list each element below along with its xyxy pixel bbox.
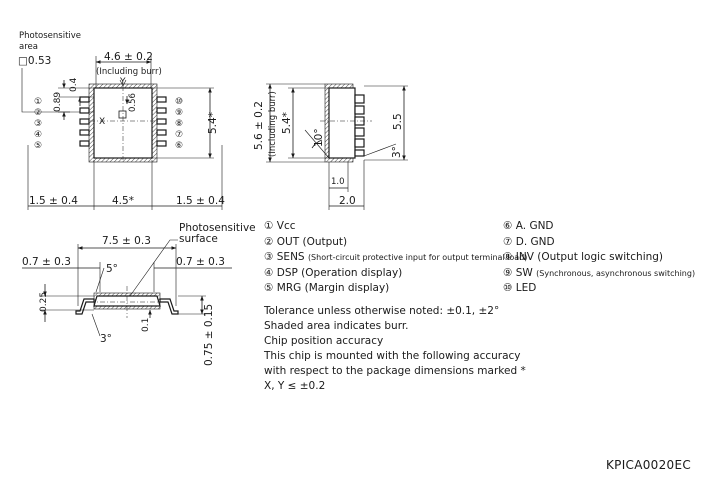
top-left-pins [79,96,90,147]
legend-pin-10: ⑩ LED [503,282,537,294]
front-angle-3: 3° [100,333,112,345]
photosensitive-area-label-2: area [19,42,38,52]
dim-0-4: 0.4 [69,77,79,92]
pin-label-8: ⑧ [175,119,183,129]
front-right-lead-dim: 0.7 ± 0.3 [176,256,225,268]
top-width-dim: 4.6 ± 0.2 [104,51,153,63]
legend-pin-2: ② OUT (Output) [264,235,348,248]
top-view: Photosensitive area □0.53 4.6 ± 0.2 (Inc… [18,31,225,210]
photosensitive-surface-label: Photosensitive [179,222,256,234]
tolerance-notes: Tolerance unless otherwise noted: ±0.1, … [264,304,526,394]
front-width-dim: 7.5 ± 0.3 [102,235,151,247]
legend-pin-4: ④ DSP (Operation display) [264,266,403,279]
front-left-lead [75,298,95,315]
front-dim-0-1: 0.1 [141,318,151,332]
pin-legend-right: ⑥ A. GND ⑦ D. GND ⑧ INV (Output logic sw… [503,219,695,297]
pin-legend-left: ① Vcc ② OUT (Output) ③ SENS (Short-circu… [264,219,527,297]
axis-x-label: X [99,117,105,127]
side-overall-note: (Including burr) [268,91,278,157]
side-angle-10: 10° [313,128,325,147]
photosensitive-area-size: □0.53 [18,55,51,67]
right-pitch-dim: 1.5 ± 0.4 [176,195,225,207]
pin-label-4: ④ [34,130,42,140]
legend-pin-9: ⑨ SW (Synchronous, asynchronous switchin… [503,266,696,279]
pin-label-6: ⑥ [175,141,183,151]
side-lead-span-dim: 5.5 [392,113,404,130]
front-height-dim: 0.75 ± 0.15 [203,304,215,366]
photosensitive-area-label: Photosensitive [19,31,81,41]
pin-label-2: ② [34,108,42,118]
dim-0-56: 0.56 [128,93,138,112]
dim-0-89: 0.89 [53,92,63,112]
photosensitive-surface-label-2: surface [179,233,218,245]
note-line: Shaded area indicates burr. [264,320,409,332]
note-line: This chip is mounted with the following … [264,350,521,362]
side-view: 5.6 ± 0.2 (Including burr) 5.4* 10° 3° 5… [253,83,408,210]
drawing-code: KPICA0020EC [606,458,692,472]
body-width-dim: 4.5* [112,195,134,207]
top-height-dim: 5.4* [207,112,219,134]
side-body [328,87,356,159]
legend-pin-5: ⑤ MRG (Margin display) [264,282,390,294]
side-thickness-dim: 2.0 [339,195,356,207]
side-leads [354,94,365,157]
legend-pin-7: ⑦ D. GND [503,235,555,248]
side-inner-dim: 5.4* [281,112,293,134]
photosensitive-chip [118,110,127,119]
pin-label-1: ① [34,97,42,107]
side-overall-dim: 5.6 ± 0.2 [253,101,265,150]
side-lead-length-dim: 1.0 [331,177,345,187]
legend-pin-1: ① Vcc [264,220,296,232]
axis-y-label: Y [119,77,126,87]
top-right-pins [156,96,167,147]
note-line: with respect to the package dimensions m… [264,365,526,377]
top-width-note: (Including burr) [96,67,162,77]
front-right-lead [159,298,179,315]
legend-pin-3: ③ SENS (Short-circuit protective input f… [264,251,528,263]
note-line: Tolerance unless otherwise noted: ±0.1, … [264,305,500,317]
legend-pin-8: ⑧ INV (Output logic switching) [503,251,664,263]
side-angle-3: 3° [391,146,403,158]
front-dim-0-25: 0.25 [39,292,49,312]
front-left-lead-dim: 0.7 ± 0.3 [22,256,71,268]
pin-label-5: ⑤ [34,141,42,151]
front-view: Photosensitive surface 7.5 ± 0.3 0.7 ± 0… [22,222,256,366]
note-line: X, Y ≤ ±0.2 [264,380,326,392]
pin-label-3: ③ [34,119,42,129]
left-pitch-dim: 1.5 ± 0.4 [29,195,78,207]
legend-pin-6: ⑥ A. GND [503,220,554,232]
pin-label-9: ⑨ [175,108,183,118]
note-line: Chip position accuracy [264,335,384,347]
pin-label-7: ⑦ [175,130,183,140]
front-angle-5: 5° [106,263,118,275]
pin-label-10: ⑩ [175,97,183,107]
